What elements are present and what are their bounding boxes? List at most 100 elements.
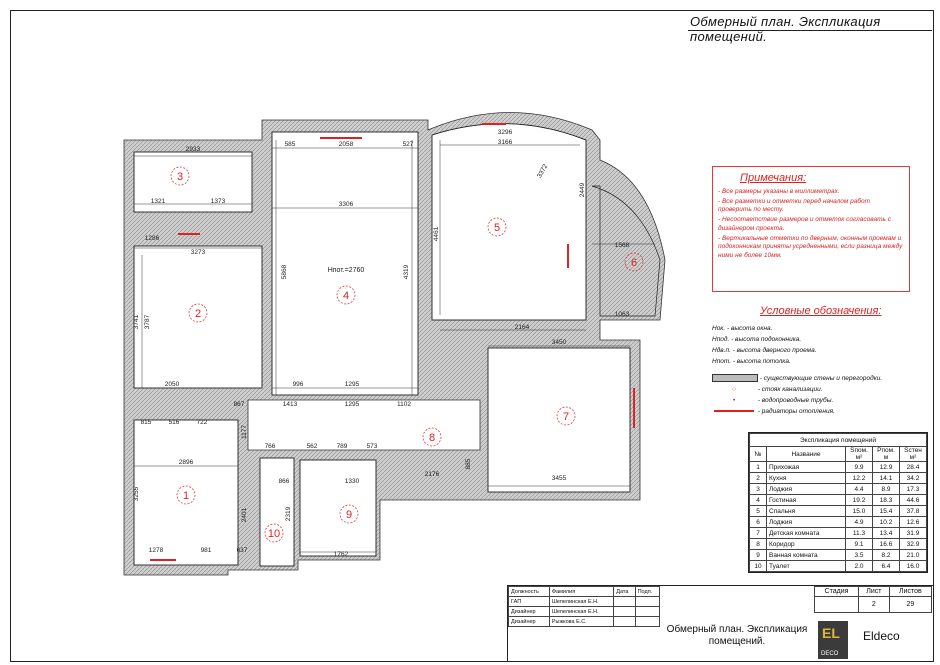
logo-mark-icon: EL	[822, 625, 840, 641]
dim-text: 3166	[498, 139, 513, 146]
stage-value	[814, 596, 859, 613]
stamp-title: Обмерный план. Экспликация помещений.	[666, 624, 808, 647]
dim-text: 981	[201, 547, 212, 554]
company-logo: EL DECO	[818, 621, 848, 659]
dim-text: 1413	[283, 401, 298, 408]
stage-table: Стадия Лист Листов 2 29	[814, 586, 933, 613]
dim-text: 3450	[552, 339, 567, 346]
signature-cell	[634, 606, 661, 617]
room-value-cell: 4.9	[845, 516, 873, 528]
room-value-cell: 3.5	[845, 549, 873, 561]
room-value-cell: 1	[749, 461, 767, 473]
dim-text: 4319	[403, 264, 410, 279]
legend-symbol-row: - существующие стены и перегородки.	[712, 373, 932, 384]
room-number: 9	[346, 509, 352, 521]
col-header: Sпом. м²	[845, 446, 873, 462]
wall-swatch	[712, 374, 758, 383]
signature-cell: Дизайнер	[508, 606, 550, 617]
dim-text: 1063	[615, 311, 630, 318]
room-number: 2	[195, 308, 201, 320]
sig-header: Подп.	[634, 586, 661, 597]
legend-symbol-text: - существующие стены и перегородки.	[759, 375, 883, 382]
dim-text: 585	[285, 141, 296, 148]
room-value-cell: 15.0	[845, 505, 873, 517]
dim-text: 527	[403, 141, 414, 148]
notes-title: Примечания:	[740, 172, 807, 184]
stage-header: Стадия	[814, 586, 859, 597]
dim-text: 3255	[133, 486, 140, 501]
legend: Условные обозначения: Нок. - высота окна…	[712, 305, 932, 417]
dimension-texts: 2933 3296 3166 2058 585 527 1321 1373 12…	[133, 129, 630, 558]
room-value-cell: 11.3	[845, 527, 873, 539]
room-value-cell: 14.1	[872, 472, 900, 484]
room-value-cell: 13.4	[872, 527, 900, 539]
dim-text: 3787	[144, 314, 151, 329]
room-value-cell: 12.9	[872, 461, 900, 473]
legend-abbrev: Нок. - высота окна.	[712, 325, 773, 332]
room-value-cell: 19.2	[845, 494, 873, 506]
room-name-cell: Кухня	[766, 472, 846, 484]
dim-text: 3741	[133, 314, 140, 329]
room-value-cell: 8.9	[872, 483, 900, 495]
dim-text: 885	[465, 458, 472, 469]
room-value-cell: 3	[749, 483, 767, 495]
room-value-cell: 21.0	[899, 549, 927, 561]
sheet-count: 29	[888, 596, 933, 613]
room-name-cell: Спальня	[766, 505, 846, 517]
ceiling-height-label: Нпот.=2760	[328, 267, 365, 274]
room-value-cell: 2.0	[845, 560, 873, 572]
room-value-cell: 7	[749, 527, 767, 539]
room-value-cell: 9.1	[845, 538, 873, 550]
room-value-cell: 10	[749, 560, 767, 572]
signature-cell	[634, 596, 661, 607]
room-value-cell: 28.4	[899, 461, 927, 473]
room-number: 8	[429, 432, 435, 444]
dim-text: 637	[237, 547, 248, 554]
room-value-cell: 6	[749, 516, 767, 528]
legend-abbrev: Нпод. - высота подоконника.	[712, 336, 802, 343]
room-name-cell: Лоджия	[766, 516, 846, 528]
dim-text: 2449	[579, 182, 586, 197]
room-value-cell: 44.6	[899, 494, 927, 506]
room-number: 7	[563, 411, 569, 423]
room-number: 5	[494, 222, 500, 234]
col-header: Sстен м²	[899, 446, 927, 462]
room-value-cell: 2	[749, 472, 767, 484]
signature-cell: Шепелинская Е.Н.	[548, 606, 615, 617]
room-value-cell: 15.4	[872, 505, 900, 517]
note-item: - Вертикальные отметки по дверным, оконн…	[718, 234, 903, 260]
room-value-cell: 16.6	[872, 538, 900, 550]
signature-cell: Шепелинская Е.Н.	[548, 596, 615, 607]
room-name-cell: Коридор	[766, 538, 846, 550]
dim-text: 2319	[285, 506, 292, 521]
room-value-cell: 34.2	[899, 472, 927, 484]
title-underline	[688, 30, 932, 31]
logo-caption: DECO	[821, 651, 839, 657]
sig-header: Дата	[613, 586, 636, 597]
room-name-cell: Прихожая	[766, 461, 846, 473]
room-name-cell: Лоджия	[766, 483, 846, 495]
col-header: Pпом. м	[872, 446, 900, 462]
radiators	[150, 123, 635, 561]
room-value-cell: 12.6	[899, 516, 927, 528]
col-header: Название	[766, 446, 846, 462]
dim-text: 562	[307, 443, 318, 450]
stage-header: Лист	[857, 586, 890, 597]
room-value-cell: 6.4	[872, 560, 900, 572]
room-value-cell: 5	[749, 505, 767, 517]
room-value-cell: 16.0	[899, 560, 927, 572]
signature-cell: Дизайнер	[508, 616, 550, 627]
water-pipe-icon: •	[732, 397, 736, 404]
sheet-frame	[10, 10, 934, 662]
